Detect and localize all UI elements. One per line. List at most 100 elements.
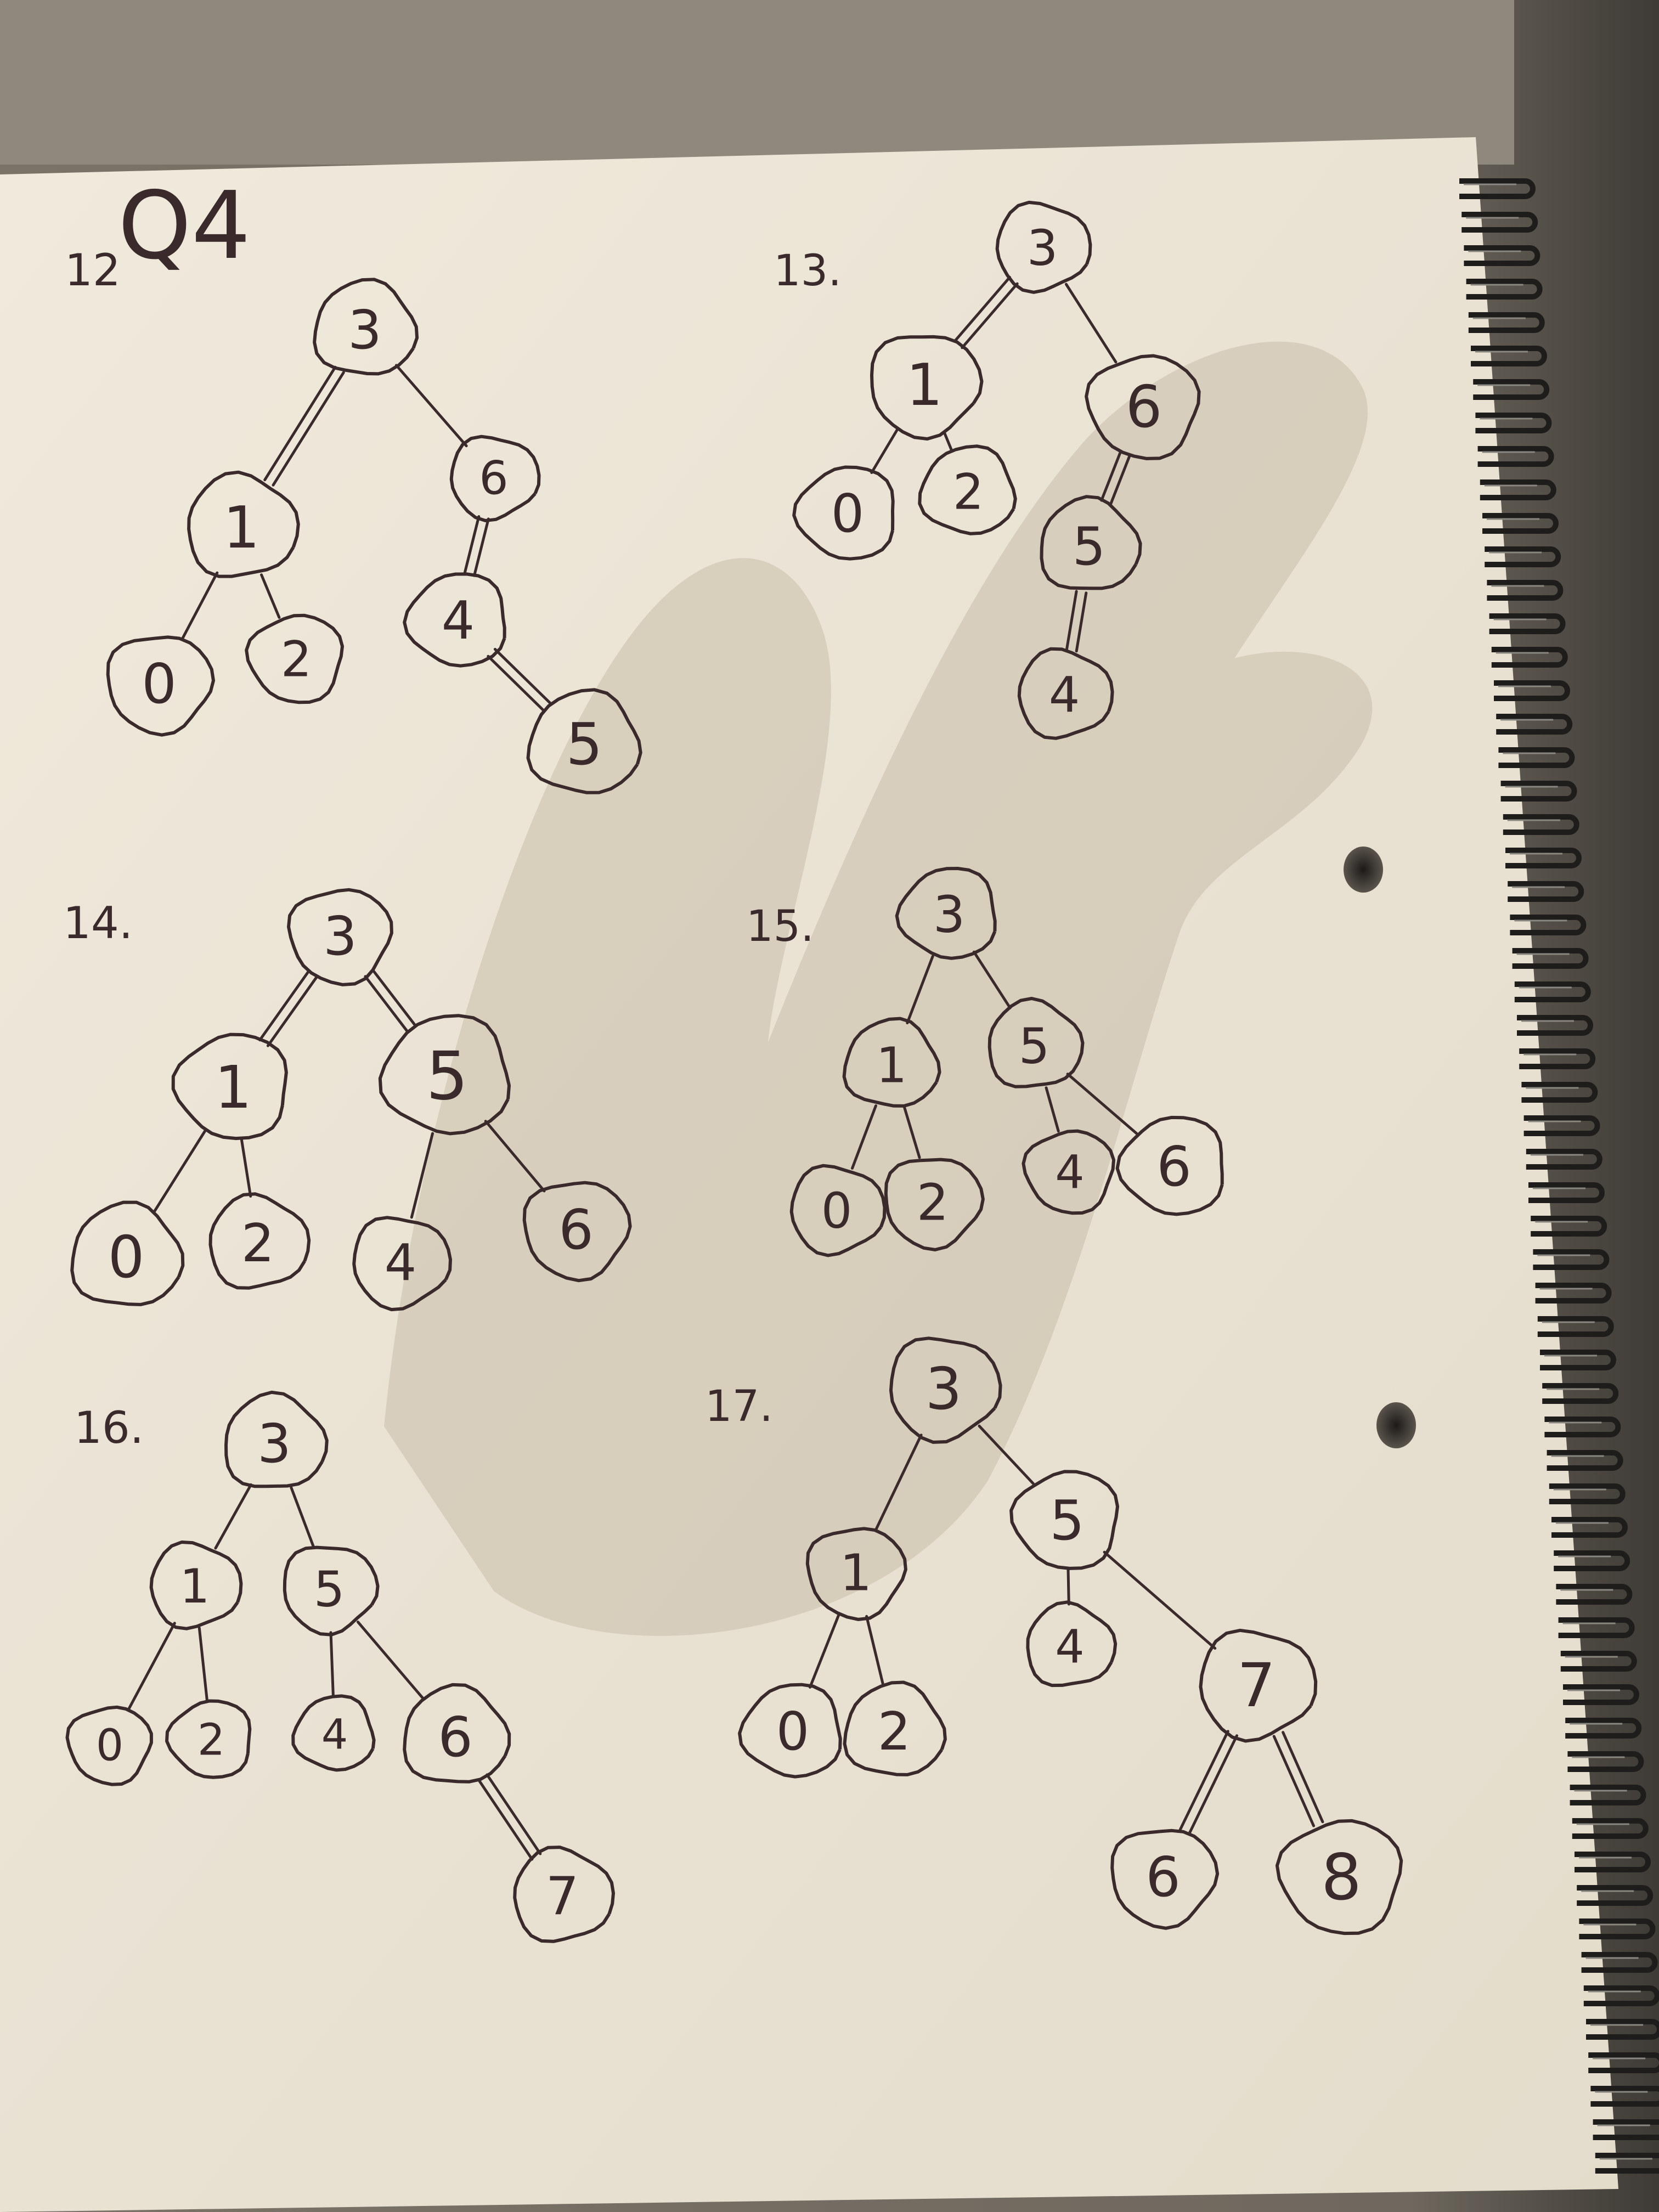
edge-line (865, 1615, 885, 1687)
tree-node: 0 (789, 1164, 887, 1257)
edge-line (1066, 1567, 1070, 1606)
node-circle (1199, 1628, 1318, 1743)
spiral-ring (1577, 1885, 1654, 1906)
node-value: 0 (776, 1702, 809, 1762)
spiral-ring (1549, 1483, 1626, 1504)
heading-q4: Q4 (118, 172, 251, 280)
tree-node: 4 (1026, 1600, 1118, 1688)
double-edge-line (1075, 591, 1088, 653)
double-edge-line (953, 275, 1011, 343)
node-value: 1 (840, 1543, 872, 1602)
node-circle (245, 613, 344, 704)
spiral-ring (1475, 413, 1552, 433)
node-circle (378, 1014, 511, 1136)
tree-node: 2 (208, 1192, 311, 1290)
node-value: 3 (323, 905, 357, 967)
punch-hole (1376, 1402, 1416, 1448)
node-value: 4 (321, 1709, 348, 1758)
diagram-label: 13. (774, 246, 842, 296)
double-edge-line (258, 970, 310, 1042)
edge-line (214, 1483, 252, 1550)
node-circle (1040, 495, 1142, 590)
edge-line (127, 1622, 176, 1712)
tree-node: 4 (1017, 647, 1114, 740)
spiral-ring (1519, 1048, 1596, 1069)
node-circle (283, 1545, 380, 1637)
double-edge-line (1282, 1731, 1324, 1824)
spiral-ring (1468, 312, 1545, 333)
node-circle (843, 1680, 947, 1776)
node-value: 6 (558, 1198, 594, 1262)
node-circle (291, 1694, 376, 1772)
spiral-ring (1547, 1450, 1623, 1471)
spiral-ring (1523, 1115, 1600, 1136)
edge-line (484, 1120, 546, 1193)
node-circle (789, 1164, 887, 1257)
node-circle (171, 1032, 288, 1141)
node-circle (513, 1846, 615, 1943)
tree-node: 5 (378, 1014, 511, 1136)
double-edge-line (473, 517, 490, 577)
node-value: 0 (108, 1224, 145, 1291)
node-circle (805, 1527, 907, 1621)
node-value: 0 (831, 484, 864, 544)
spiral-ring (1558, 1617, 1635, 1638)
node-value: 5 (1049, 1488, 1085, 1553)
spiral-ring (1496, 714, 1573, 735)
edge-line (153, 1130, 206, 1214)
tree-node: 8 (1275, 1819, 1403, 1936)
double-edge-line (1178, 1730, 1229, 1831)
spiral-ring (1471, 346, 1547, 366)
tree-node: 2 (918, 444, 1017, 535)
node-value: 2 (878, 1702, 911, 1762)
double-edge-line (263, 365, 337, 482)
spiral-ring (1512, 948, 1589, 969)
tree-node: 1 (805, 1527, 907, 1621)
edge-line (902, 1105, 921, 1159)
spiral-ring (1514, 981, 1591, 1002)
spiral-ring (1531, 1216, 1607, 1237)
tree-node: 2 (245, 613, 344, 704)
spiral-ring (1575, 1852, 1651, 1872)
node-value: 2 (953, 463, 984, 520)
spiral-ring (1491, 647, 1568, 668)
node-circle (106, 635, 215, 737)
tree-node: 3 (895, 867, 997, 960)
tree-node: 3 (313, 278, 419, 376)
tree-node: 5 (526, 688, 642, 794)
spiral-ring (1487, 580, 1564, 601)
double-edge-line (364, 975, 408, 1032)
spiral-ring (1554, 1550, 1630, 1571)
node-circle (313, 278, 419, 376)
node-circle (187, 470, 300, 578)
tree-node: 4 (1022, 1129, 1115, 1215)
spiral-ring (1572, 1818, 1649, 1839)
node-circle (1085, 354, 1201, 460)
edge-line (870, 427, 899, 474)
tree-node: 3 (224, 1390, 329, 1488)
edge-line (290, 1486, 315, 1548)
node-value: 1 (180, 1559, 210, 1614)
double-edge-line (272, 371, 345, 487)
edge-line (240, 1137, 252, 1198)
tree-node: 1 (187, 470, 300, 578)
node-value: 3 (933, 885, 966, 944)
tree-node: 4 (352, 1216, 452, 1312)
spiral-ring (1517, 1015, 1593, 1036)
spiral-ring (1551, 1517, 1628, 1538)
spiral-ring (1500, 781, 1577, 802)
tree-node: 0 (738, 1683, 842, 1779)
tree-node: 5 (1009, 1470, 1119, 1570)
spiral-ring (1462, 212, 1538, 233)
edge-line (978, 1424, 1035, 1485)
spiral-ring (1473, 379, 1550, 400)
node-value: 4 (442, 591, 475, 651)
node-circle (1275, 1819, 1403, 1936)
node-value: 5 (566, 711, 603, 778)
double-edge-line (1109, 455, 1131, 506)
double-edge-line (493, 647, 552, 705)
node-circle (918, 444, 1017, 535)
